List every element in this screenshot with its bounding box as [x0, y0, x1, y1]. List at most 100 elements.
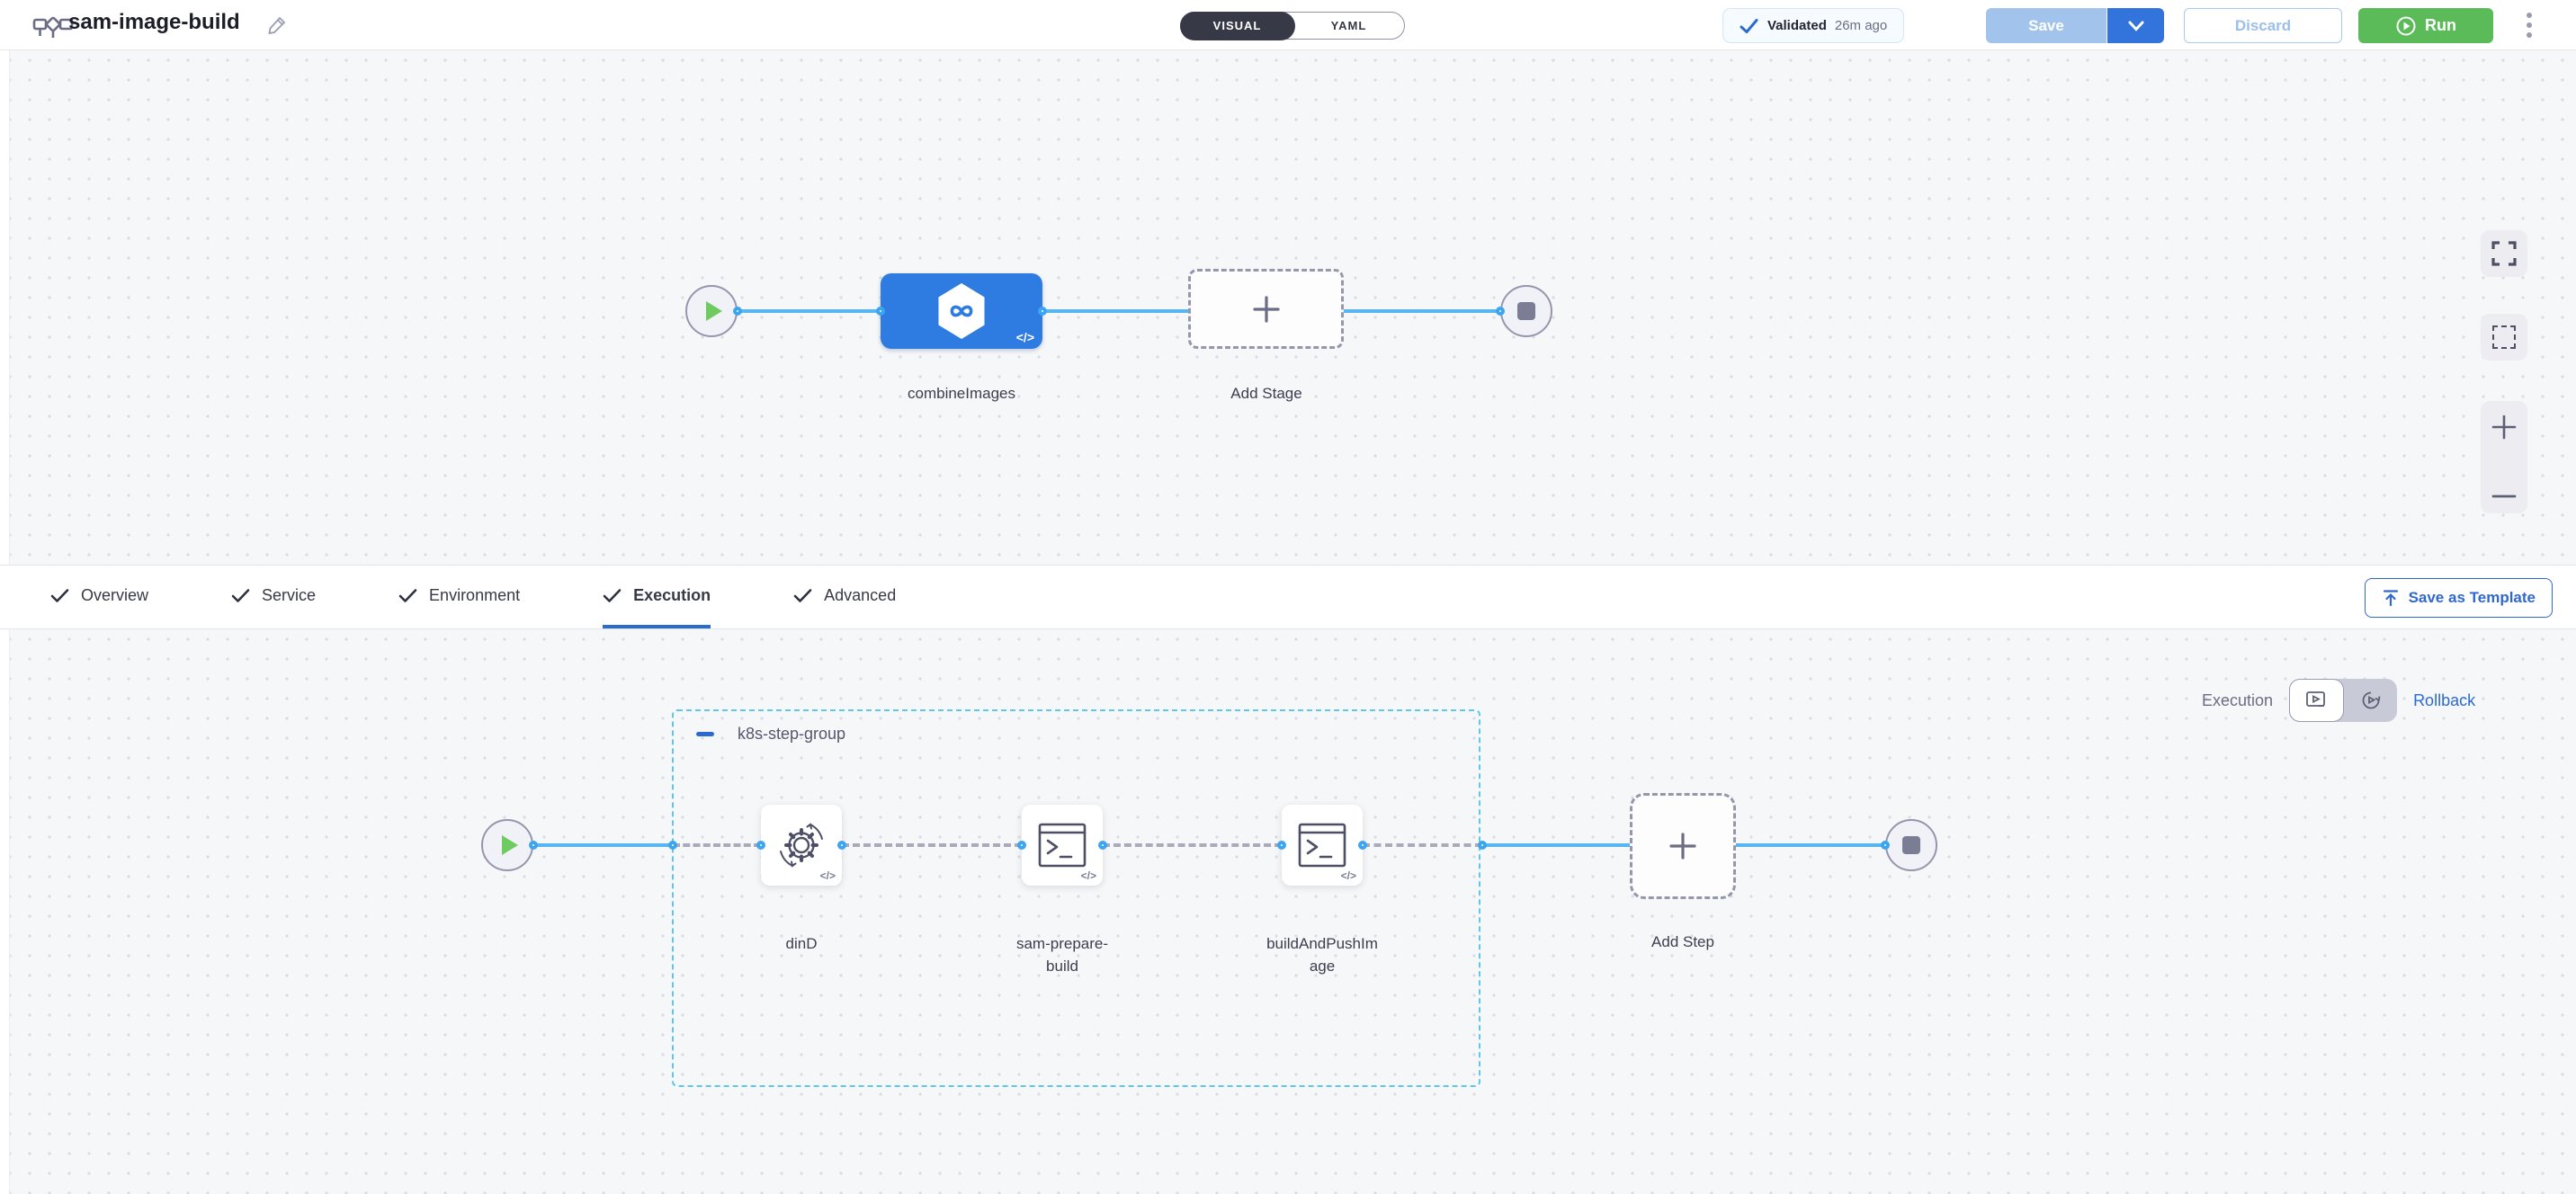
- connector-dot[interactable]: [1038, 307, 1047, 316]
- config-tabbar: Overview Service Environment Execution: [0, 565, 2576, 629]
- check-icon: [231, 588, 250, 603]
- tab-label: Execution: [633, 585, 711, 604]
- connector-dot[interactable]: [529, 841, 538, 850]
- page-title: sam-image-build: [68, 10, 240, 34]
- step-connector-line: [533, 843, 673, 847]
- code-badge: </>: [819, 869, 836, 882]
- check-icon: [50, 588, 69, 603]
- execution-canvas[interactable]: Execution Rollback: [0, 629, 2576, 1194]
- step-connector-dashed: [842, 843, 1022, 847]
- rollback-play-icon: [2362, 691, 2380, 709]
- connector-dot[interactable]: [1496, 307, 1505, 316]
- connector-dot[interactable]: [876, 307, 885, 316]
- stage-connector-line: [738, 309, 1504, 313]
- view-mode-toggle: VISUAL YAML: [1179, 11, 1405, 40]
- save-split-button: Save: [1986, 8, 2164, 43]
- run-button[interactable]: Run: [2358, 8, 2493, 43]
- tab-advanced[interactable]: Advanced: [793, 566, 896, 628]
- tab-overview[interactable]: Overview: [50, 566, 148, 628]
- add-stage-label: Add Stage: [1230, 385, 1302, 402]
- connector-dot[interactable]: [668, 841, 677, 850]
- step-group-label: k8s-step-group: [738, 725, 846, 743]
- zoom-out-button[interactable]: [2491, 492, 2518, 501]
- stop-icon: [1517, 302, 1535, 320]
- discard-button[interactable]: Discard: [2184, 8, 2342, 43]
- edit-pencil-icon[interactable]: [266, 14, 288, 40]
- terminal-icon: [1298, 823, 1346, 868]
- stage-label: combineImages: [907, 385, 1016, 402]
- add-step-button[interactable]: [1630, 793, 1736, 899]
- connector-dot[interactable]: [756, 841, 765, 850]
- stage-canvas[interactable]: </> combineImages Add Stage: [0, 50, 2576, 565]
- rollback-link[interactable]: Rollback: [2413, 691, 2476, 709]
- collapse-icon[interactable]: [696, 732, 714, 736]
- code-badge: </>: [1080, 869, 1096, 882]
- tabs: Overview Service Environment Execution: [50, 566, 896, 628]
- tab-label: Environment: [429, 585, 521, 604]
- execution-mode-button[interactable]: [2289, 679, 2345, 722]
- validated-time: 26m ago: [1834, 18, 1888, 33]
- tab-label: Advanced: [824, 585, 897, 604]
- check-icon: [793, 588, 812, 603]
- step-label: dinD: [785, 935, 818, 952]
- rollback-mode-button[interactable]: [2344, 679, 2397, 722]
- upload-icon: [2383, 590, 2398, 607]
- connector-dot[interactable]: [1277, 841, 1286, 850]
- check-icon: [603, 588, 622, 603]
- step-group-header: k8s-step-group: [696, 725, 845, 744]
- validated-badge[interactable]: Validated 26m ago: [1722, 8, 1905, 43]
- visual-tab[interactable]: VISUAL: [1179, 11, 1295, 40]
- step-buildandpushimage[interactable]: </>: [1282, 805, 1363, 886]
- yaml-tab[interactable]: YAML: [1330, 19, 1367, 32]
- connector-dot[interactable]: [733, 307, 742, 316]
- step-connector-dashed: [673, 843, 761, 847]
- validated-label: Validated: [1767, 18, 1827, 33]
- save-as-template-label: Save as Template: [2408, 589, 2536, 606]
- add-stage-button[interactable]: [1188, 269, 1344, 349]
- step-dind[interactable]: </>: [761, 805, 842, 886]
- tab-environment[interactable]: Environment: [398, 566, 520, 628]
- play-icon: [501, 835, 518, 855]
- connector-dot[interactable]: [1478, 841, 1487, 850]
- pipeline-icon: [32, 12, 74, 45]
- save-as-template-button[interactable]: Save as Template: [2364, 578, 2553, 618]
- step-connector-dashed: [1103, 843, 1282, 847]
- tab-service[interactable]: Service: [231, 566, 316, 628]
- fullscreen-button[interactable]: [2481, 230, 2527, 277]
- zoom-controls: [2481, 401, 2527, 513]
- code-badge: </>: [1340, 869, 1356, 882]
- gear-sync-icon: [780, 823, 823, 868]
- step-sam-prepare-build[interactable]: </>: [1022, 805, 1103, 886]
- tab-execution[interactable]: Execution: [603, 566, 711, 628]
- check-icon: [1740, 18, 1758, 33]
- multi-select-button[interactable]: [2481, 314, 2527, 361]
- check-icon: [398, 588, 417, 603]
- stage-hexagon: [938, 283, 985, 339]
- pipeline-end-node[interactable]: [1500, 285, 1552, 337]
- plus-icon: [1252, 295, 1280, 323]
- connector-dot[interactable]: [1098, 841, 1107, 850]
- connector-dot[interactable]: [837, 841, 846, 850]
- execution-mode-row: Execution Rollback: [2202, 679, 2475, 722]
- save-button[interactable]: Save: [1986, 8, 2106, 43]
- save-dropdown-button[interactable]: [2106, 8, 2164, 43]
- zoom-in-button[interactable]: [2491, 414, 2518, 441]
- add-step-label: Add Step: [1651, 933, 1714, 950]
- tab-label: Overview: [81, 585, 149, 604]
- connector-dot[interactable]: [1358, 841, 1367, 850]
- plus-icon: [1669, 833, 1696, 860]
- play-box-icon: [2305, 691, 2325, 707]
- stage-combineimages[interactable]: </>: [881, 273, 1042, 349]
- execution-end-node[interactable]: [1885, 819, 1937, 871]
- step-connector-dashed: [1363, 843, 1482, 847]
- stop-icon: [1902, 836, 1920, 854]
- step-group-k8s[interactable]: k8s-step-group: [672, 709, 1480, 1087]
- connector-dot[interactable]: [1881, 841, 1890, 850]
- connector-dot[interactable]: [1017, 841, 1026, 850]
- more-options-kebab-icon[interactable]: [2515, 11, 2544, 40]
- execution-start-node[interactable]: [481, 819, 533, 871]
- pipeline-start-node[interactable]: [685, 285, 738, 337]
- execution-mode-label: Execution: [2202, 691, 2274, 709]
- header-bar: sam-image-build VISUAL YAML Validated 26…: [0, 0, 2576, 50]
